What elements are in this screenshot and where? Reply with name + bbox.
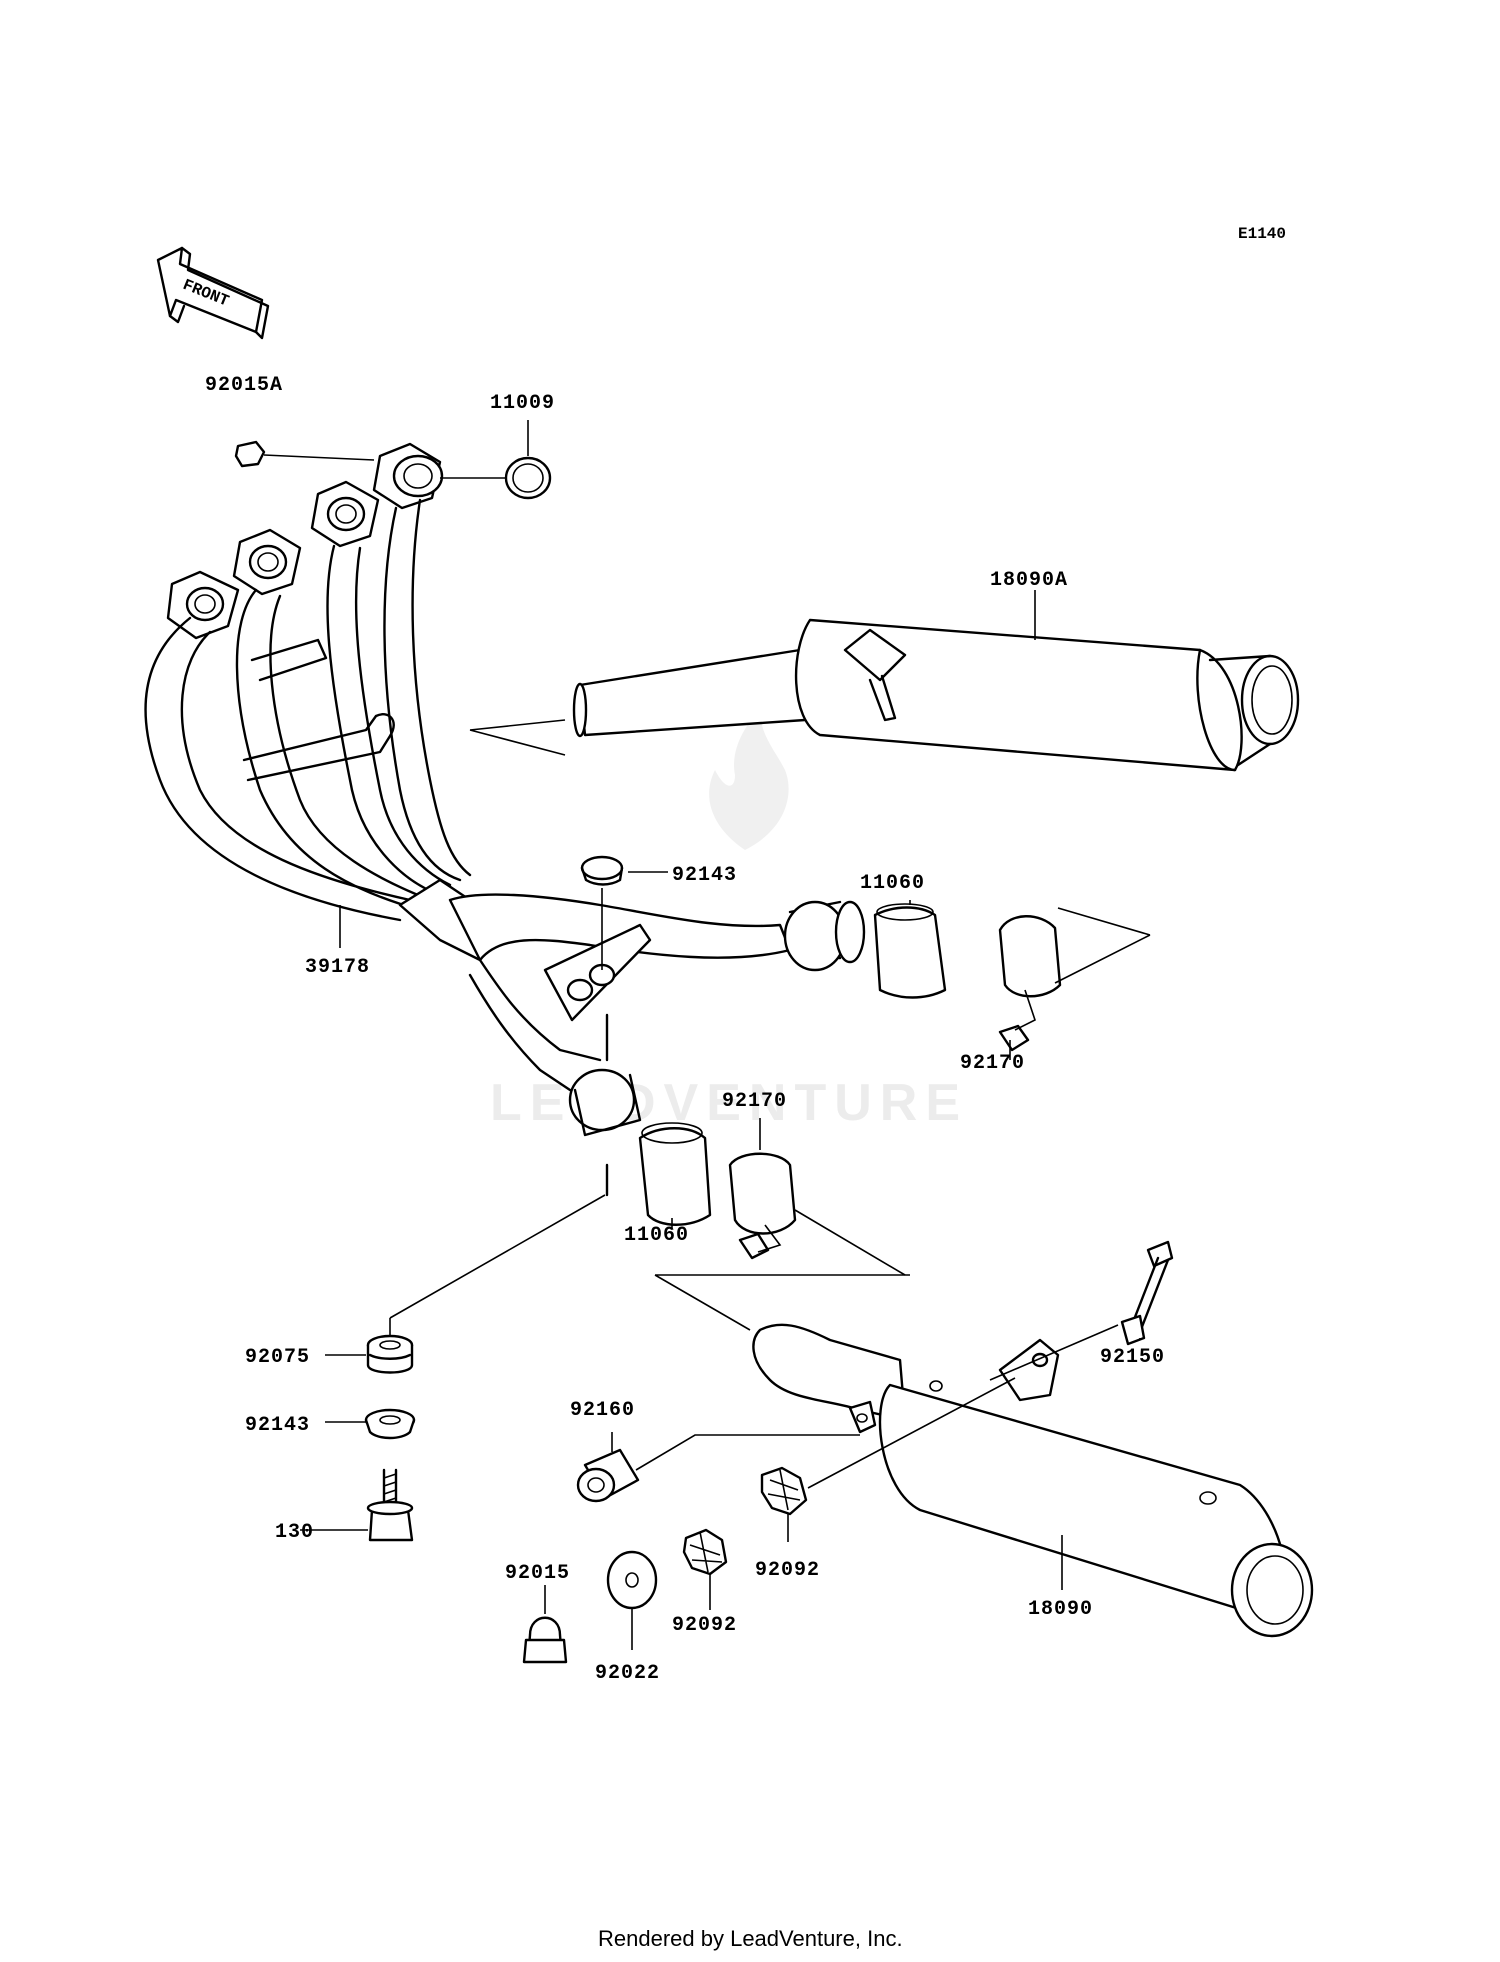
exhaust-header-pipes	[144, 442, 866, 1197]
nut-92015	[522, 1585, 568, 1664]
front-arrow-icon: FRONT	[156, 246, 270, 340]
label-11009: 11009	[490, 392, 555, 415]
label-92170-center: 92170	[722, 1090, 787, 1113]
label-92022: 92022	[595, 1662, 660, 1685]
muffler-lower	[654, 1274, 1314, 1638]
label-92143-top: 92143	[672, 864, 737, 887]
gasket-11060-center	[638, 1122, 712, 1228]
label-92143-left: 92143	[245, 1414, 310, 1437]
washer-92022	[606, 1550, 658, 1650]
bolt-130	[300, 1468, 414, 1542]
rubber-92092-center	[682, 1528, 728, 1610]
clamp-92170-right	[998, 907, 1151, 1060]
label-92092-center: 92092	[672, 1614, 737, 1637]
label-92150: 92150	[1100, 1346, 1165, 1369]
nut-92015A	[234, 440, 375, 468]
bolt-92150	[989, 1240, 1174, 1381]
label-18090: 18090	[1028, 1598, 1093, 1621]
rubber-92092-right	[760, 1377, 1016, 1542]
diagram-code: E1140	[1238, 225, 1286, 243]
watermark: LEADVENTURE	[490, 710, 968, 1132]
damper-92075	[325, 1194, 606, 1374]
spacer-92160	[576, 1432, 860, 1503]
label-92075: 92075	[245, 1346, 310, 1369]
clamp-92170-center	[728, 1118, 906, 1276]
grommet-92143-top	[580, 855, 668, 970]
label-92015: 92015	[505, 1562, 570, 1585]
footer-credit: Rendered by LeadVenture, Inc.	[598, 1926, 903, 1951]
gasket-11009	[440, 420, 552, 500]
label-92160: 92160	[570, 1399, 635, 1422]
collar-92143-left	[325, 1408, 416, 1440]
gasket-11060-right	[873, 900, 947, 999]
label-92170-right: 92170	[960, 1052, 1025, 1075]
watermark-text: LEADVENTURE	[490, 1074, 968, 1132]
label-11060-center: 11060	[624, 1224, 689, 1247]
label-130: 130	[275, 1521, 314, 1544]
label-39178: 39178	[305, 956, 370, 979]
label-92015A: 92015A	[205, 374, 283, 397]
muffler-upper	[469, 618, 1300, 772]
label-11060-right: 11060	[860, 872, 925, 895]
label-18090A: 18090A	[990, 569, 1068, 592]
label-92092-right: 92092	[755, 1559, 820, 1582]
